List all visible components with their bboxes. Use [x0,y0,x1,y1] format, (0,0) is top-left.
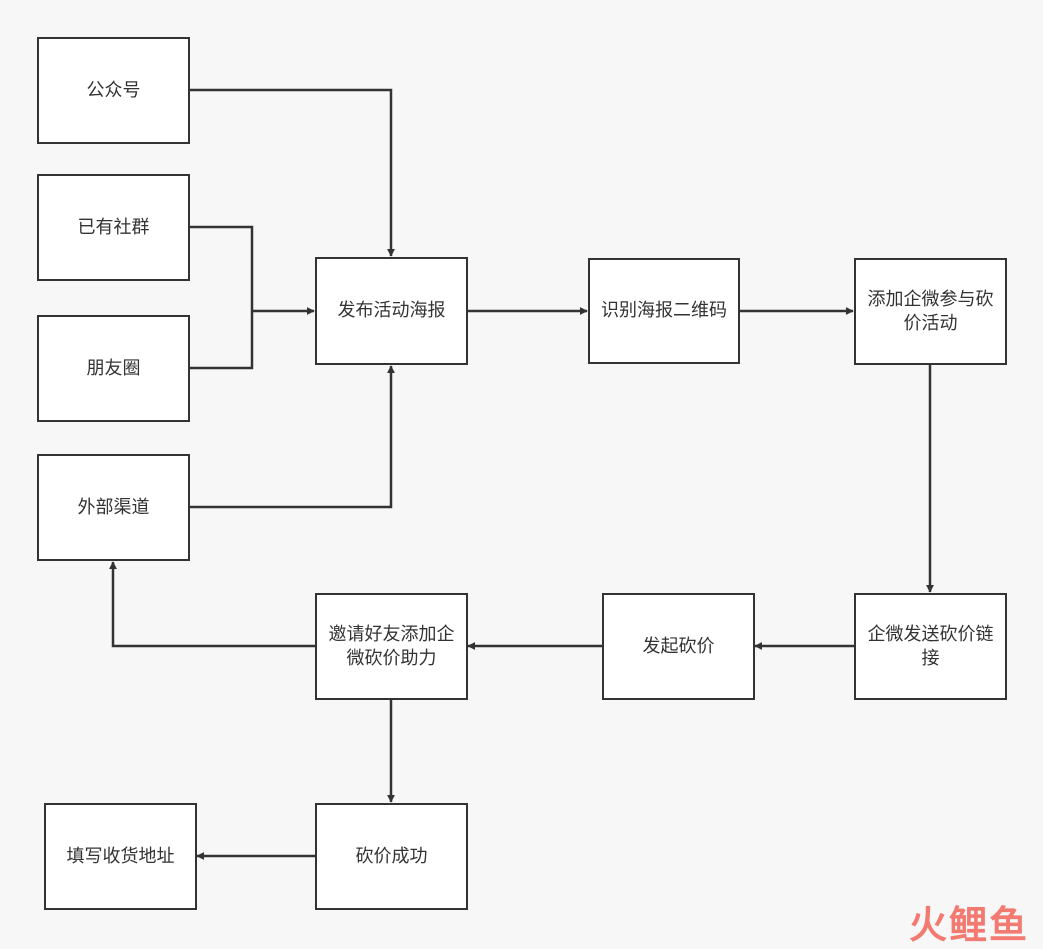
node-label: 砍价成功 [355,845,428,867]
node-label: 邀请好友添加企微砍价助力 [328,623,455,669]
edge-waibu-to-fabu [189,365,395,509]
node-label: 识别海报二维码 [601,300,727,321]
watermark-logo: 火鲤鱼 [869,898,1029,947]
node-fabu-haibao[interactable]: 发布活动海报 [315,257,468,365]
node-label: 企微发送砍价链接 [867,623,994,669]
node-yiyou-shequn[interactable]: 已有社群 [37,174,190,281]
edge-shequn-merge [189,225,254,370]
node-shibie-erweima[interactable]: 识别海报二维码 [588,258,740,364]
node-label: 添加企微参与砍价活动 [867,288,994,334]
node-pengyouquan[interactable]: 朋友圈 [37,315,190,422]
node-yaoqing-haoyou[interactable]: 邀请好友添加企微砍价助力 [315,593,468,700]
node-label: 公众号 [86,79,141,101]
node-waibu-qudao[interactable]: 外部渠道 [37,454,190,561]
node-label: 已有社群 [77,216,150,238]
node-tianjia-qiwei[interactable]: 添加企微参与砍价活动 [854,258,1007,365]
node-label: 发布活动海报 [337,300,446,321]
node-label: 朋友圈 [86,357,141,379]
node-gongzhonghao[interactable]: 公众号 [37,37,190,144]
node-label: 填写收货地址 [66,845,175,867]
node-kanjia-chenggong[interactable]: 砍价成功 [315,803,468,910]
node-tianxie-dizhi[interactable]: 填写收货地址 [44,803,197,910]
edge-gongzhonghao-to-fabu [189,88,395,257]
edge-yaoqing-to-waibu [109,561,316,648]
node-qiwei-fasong[interactable]: 企微发送砍价链接 [854,593,1007,700]
node-faqi-kanjia[interactable]: 发起砍价 [602,593,755,700]
node-label: 外部渠道 [77,496,150,518]
watermark-text: 火鲤鱼 [908,902,1029,947]
node-label: 发起砍价 [642,635,715,657]
